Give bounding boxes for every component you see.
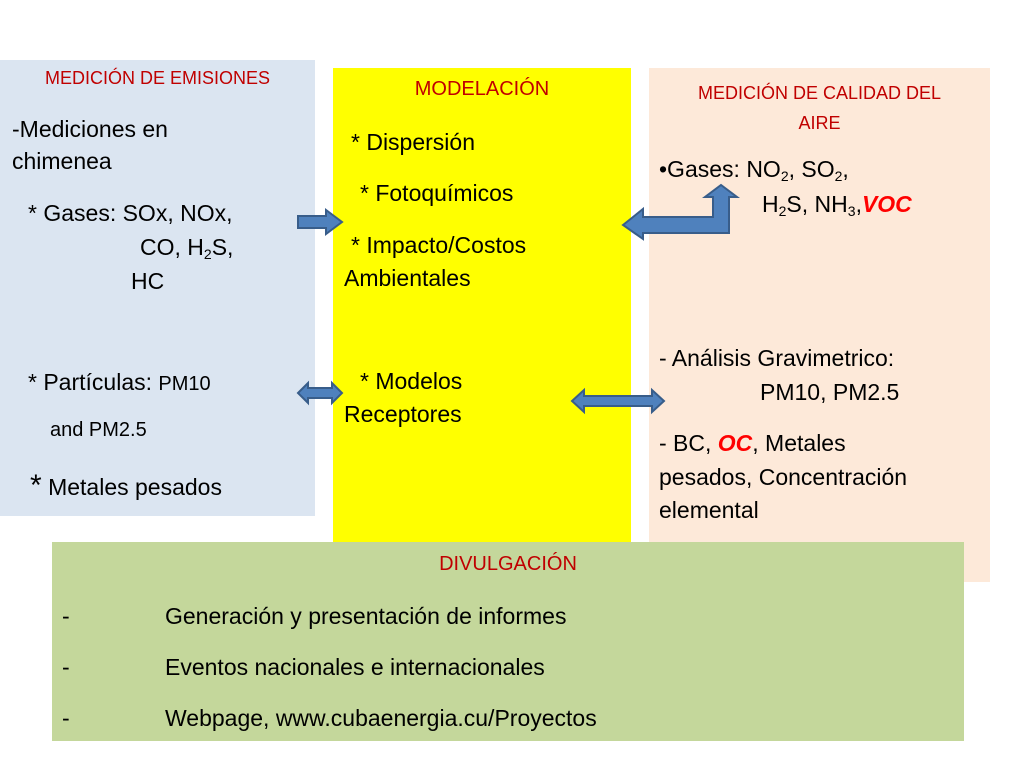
calidad-analisis-cont: PM10, PM2.5 (760, 379, 900, 405)
divulgacion-item-3: Webpage, www.cubaenergia.cu/Proyectos (165, 705, 597, 731)
arrow-elbow-calidad (621, 183, 740, 241)
modelacion-item-impacto-cont: Ambientales (344, 265, 471, 291)
modelacion-panel (333, 68, 631, 546)
emisiones-title: MEDICIÓN DE EMISIONES (44, 68, 271, 88)
modelacion-item-dispersion: * Dispersión (351, 129, 475, 155)
calidad-bc-cont: pesados, Concentración (659, 464, 908, 490)
arrow-double-particulas (296, 380, 344, 406)
divulgacion-title: DIVULGACIÓN (439, 553, 577, 575)
modelacion-title: MODELACIÓN (414, 78, 550, 100)
modelacion-item-impacto: * Impacto/Costos (351, 232, 527, 258)
modelacion-item-modelos-cont: Receptores (344, 401, 462, 427)
modelacion-item-modelos: * Modelos (360, 368, 463, 394)
calidad-analisis: - Análisis Gravimetrico: (659, 345, 895, 371)
arrow-double-receptores (570, 387, 666, 415)
emisiones-particulas: * Partículas: PM10 (28, 369, 211, 395)
divulgacion-item-2: Eventos nacionales e internacionales (165, 654, 545, 680)
emisiones-gases-cont: CO, H2S, (140, 234, 234, 262)
modelacion-item-fotoquimicos: * Fotoquímicos (360, 180, 514, 206)
arrow-right-gases (297, 208, 344, 236)
calidad-gases-cont: H2S, NH3,VOC (762, 191, 912, 219)
calidad-panel (649, 68, 990, 582)
divulgacion-dash-1: - (62, 603, 70, 629)
divulgacion-dash-2: - (62, 654, 70, 680)
calidad-bc: - BC, OC, Metales (659, 430, 846, 456)
emisiones-panel (0, 60, 315, 516)
emisiones-particulas-cont: and PM2.5 (50, 419, 147, 441)
calidad-bc-cont2: elemental (659, 497, 759, 523)
calidad-gases: •Gases: NO2, SO2, (659, 156, 849, 184)
emisiones-metales: * Metales pesados (30, 469, 222, 502)
emisiones-gases: * Gases: SOx, NOx, (28, 200, 233, 226)
emisiones-line2: chimenea (12, 148, 112, 174)
emisiones-gases-hc: HC (131, 268, 165, 294)
emisiones-line1: -Mediciones en (12, 116, 168, 142)
divulgacion-panel (52, 542, 964, 741)
divulgacion-dash-3: - (62, 705, 70, 731)
divulgacion-item-1: Generación y presentación de informes (165, 603, 567, 629)
